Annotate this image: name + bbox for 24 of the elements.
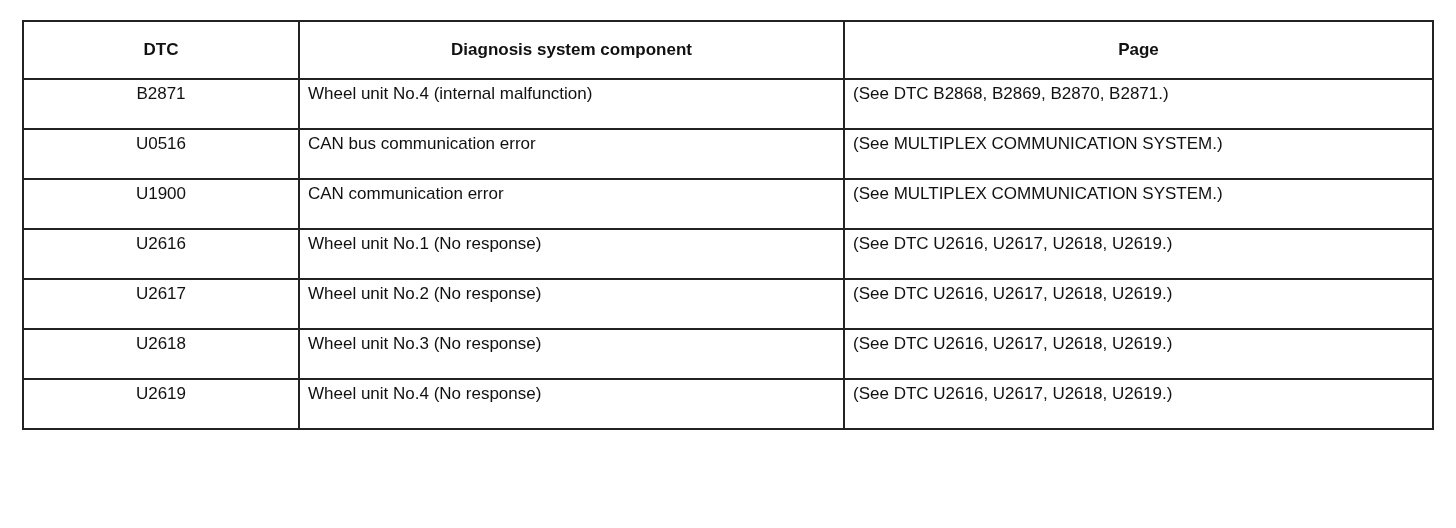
column-header: Page [844,21,1433,79]
table-cell: Wheel unit No.4 (No response) [299,379,844,429]
table-cell: (See DTC U2616, U2617, U2618, U2619.) [844,379,1433,429]
column-header: DTC [23,21,299,79]
table-cell: Wheel unit No.4 (internal malfunction) [299,79,844,129]
code-cell: U2618 [23,329,299,379]
code-cell: U1900 [23,179,299,229]
code-cell: U2616 [23,229,299,279]
table-cell: (See DTC B2868, B2869, B2870, B2871.) [844,79,1433,129]
code-cell: U2617 [23,279,299,329]
table-cell: (See MULTIPLEX COMMUNICATION SYSTEM.) [844,179,1433,229]
table-cell: Wheel unit No.2 (No response) [299,279,844,329]
code-cell: U0516 [23,129,299,179]
table-cell: Wheel unit No.3 (No response) [299,329,844,379]
code-cell: U2619 [23,379,299,429]
code-cell: B2871 [23,79,299,129]
table-cell: (See DTC U2616, U2617, U2618, U2619.) [844,229,1433,279]
table-cell: CAN communication error [299,179,844,229]
table-cell: CAN bus communication error [299,129,844,179]
table-cell: (See DTC U2616, U2617, U2618, U2619.) [844,279,1433,329]
column-header: Diagnosis system component [299,21,844,79]
table-cell: (See MULTIPLEX COMMUNICATION SYSTEM.) [844,129,1433,179]
table-cell: Wheel unit No.1 (No response) [299,229,844,279]
table-cell: (See DTC U2616, U2617, U2618, U2619.) [844,329,1433,379]
